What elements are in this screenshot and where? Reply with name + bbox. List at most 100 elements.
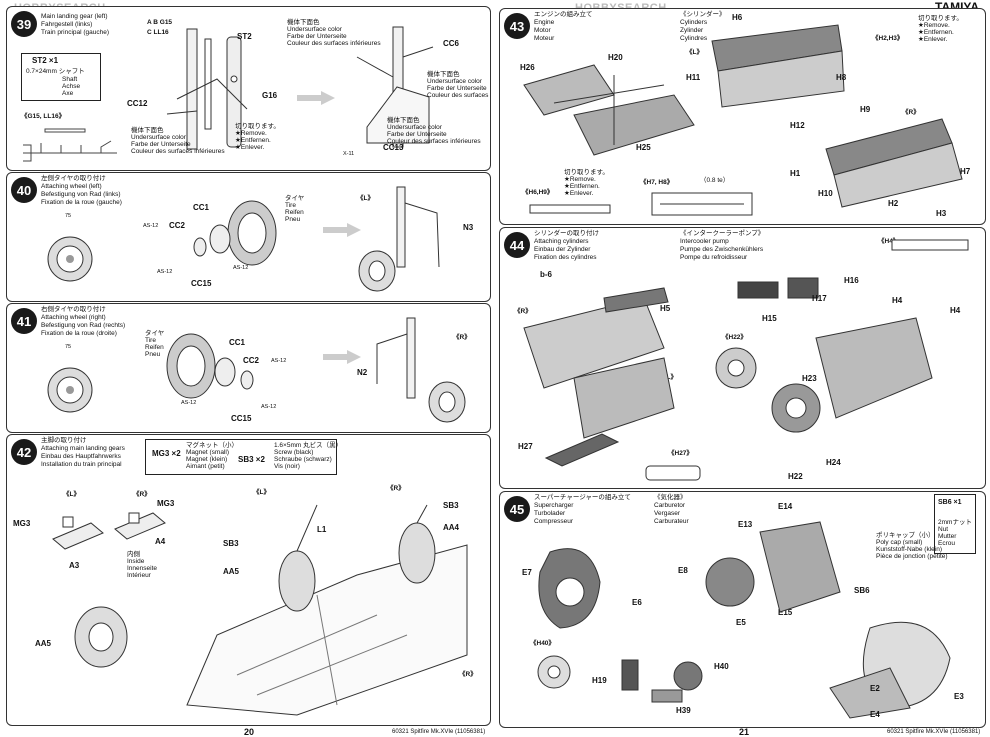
- label-aa5: AA5: [35, 639, 52, 648]
- remove-note-jp: 切り取ります。: [235, 123, 280, 130]
- label-e8: E8: [678, 566, 688, 575]
- remove-note-jp: 切り取ります。: [918, 15, 963, 22]
- undersurface-note3-en: Undersurface color: [427, 78, 482, 85]
- shaft-desc: 0.7×24mm シャフト: [26, 68, 85, 75]
- label-cc1: CC1: [193, 203, 210, 212]
- step-title-de: Einbau des Hauptfahrwerks: [41, 453, 121, 460]
- remove-note2-fr: ★Enlever.: [564, 190, 594, 197]
- label-as12: AS-12: [143, 223, 159, 229]
- polycap-note-jp: ポリキャップ（小）: [876, 532, 935, 539]
- sb3-desc-jp: 1.6×5mm 丸ビス（黒）: [274, 442, 343, 449]
- intercooler-note-en: Intercooler pump: [680, 238, 729, 245]
- cylinders-note-en: Cylinders: [680, 19, 708, 26]
- label-mg3: MG3: [157, 499, 175, 508]
- step-title-de: Einbau der Zylinder: [534, 246, 591, 253]
- bracket-a4-drawing: [114, 512, 166, 540]
- step-title-fr: Installation du train principal: [41, 461, 122, 468]
- mg3-desc-jp: マグネット（小）: [186, 442, 238, 449]
- polycap-note-fr: Pièce de jonction (petite): [876, 553, 948, 560]
- step-number: 42: [11, 439, 37, 465]
- step-39-panel: 39 Main landing gear (left) Fahrgestell …: [6, 6, 491, 171]
- sub-label: 《H2,H3》: [872, 35, 904, 42]
- label-st2: ST2: [237, 32, 252, 41]
- step-42-panel: 42 主脚の取り付け Attaching main landing gears …: [6, 434, 491, 726]
- undersurface-note4-jp: 機体下面色: [387, 117, 420, 124]
- sprue-h6-drawing: [529, 204, 611, 214]
- polycap-note-de: Kunststoff-Nabe (klein): [876, 546, 942, 553]
- sprue-h27-drawing: [645, 465, 701, 481]
- undersurface-note3-de: Farbe der Unterseite: [427, 85, 487, 92]
- gear-with-wheel-drawing: [358, 186, 440, 292]
- sprue-h4-drawing: [891, 239, 969, 251]
- inside-note-jp: 内側: [127, 551, 140, 558]
- tire-note-en: Tire: [145, 337, 156, 344]
- engine-cylinders-drawing: [523, 287, 675, 439]
- sb3-desc-de: Schraube (schwarz): [274, 456, 332, 463]
- undersurface-note2-fr: Couleur des surfaces inférieures: [287, 40, 381, 47]
- inside-note-de: Innenseite: [127, 565, 157, 572]
- remove-note-fr: ★Enlever.: [918, 36, 948, 43]
- gear-leg-assembled-drawing: [356, 26, 434, 148]
- undersurface-note-en: Undersurface color: [131, 134, 186, 141]
- step-title-en: Main landing gear (left): [41, 13, 108, 20]
- inside-note-en: Inside: [127, 558, 145, 565]
- step-arrow: [297, 91, 335, 105]
- h40-detail-drawing: [537, 655, 571, 689]
- label-h2: H2: [888, 199, 899, 208]
- step-number: 40: [11, 177, 37, 203]
- remove-note-en: ★Remove.: [918, 22, 950, 29]
- undersurface-note-de: Farbe der Unterseite: [131, 141, 191, 148]
- sub-label: 《H6,H9》: [522, 189, 554, 196]
- label-h17: H17: [812, 294, 827, 303]
- tire-note-jp: タイヤ: [285, 195, 305, 202]
- mg3-desc-en: Magnet (small): [186, 449, 229, 456]
- step-45-panel: 45 スーパーチャージャーの組み立て Supercharger Turbolad…: [499, 491, 986, 728]
- side-label: 《R》: [133, 491, 151, 498]
- label-e7: E7: [522, 568, 532, 577]
- step-title-de: Turbolader: [534, 510, 566, 517]
- intercooler-note-jp: 《インタークーラーポンプ》: [680, 230, 765, 237]
- sub-label: 《H4》: [878, 238, 900, 245]
- sb6-desc-de: Mutter: [938, 533, 957, 540]
- sb6-desc-en: Nut: [938, 526, 949, 533]
- label-aa5: AA5: [223, 567, 240, 576]
- shaft-tag: ST2 ×1: [32, 56, 59, 65]
- intercooler-note-de: Pumpe des Zwischenkühlers: [680, 246, 764, 253]
- wheel-front-drawing: [47, 236, 93, 282]
- undersurface-note-jp: 機体下面色: [131, 127, 164, 134]
- wheel-aa5-drawing: [74, 606, 128, 668]
- sprue-h7-drawing: [651, 192, 753, 216]
- label-h20: H20: [608, 53, 623, 62]
- carburetor-note-de: Vergaser: [654, 510, 681, 517]
- remove-note-en: ★Remove.: [235, 130, 267, 137]
- sb3-tag: SB3 ×2: [238, 455, 265, 464]
- label-h16: H16: [844, 276, 859, 285]
- gear-h22-detail-drawing: [715, 347, 757, 389]
- intercooler-note-fr: Pompe du refroidisseur: [680, 254, 748, 261]
- side-label: 《L》: [253, 489, 270, 496]
- carburetor-note-fr: Carburateur: [654, 518, 689, 525]
- side-label: 《R》: [902, 109, 920, 116]
- sub-label: 《G15, LL16》: [21, 113, 66, 120]
- label-g16: G16: [262, 91, 278, 100]
- step-43-panel: 43 エンジンの組み立て Engine Motor Moteur 《シリンダー》…: [499, 8, 986, 225]
- bracket-a3-drawing: [52, 516, 104, 550]
- page-number: 20: [244, 727, 255, 737]
- label-h5: H5: [660, 304, 671, 313]
- label-h12: H12: [790, 121, 805, 130]
- label-as12: AS-12: [261, 404, 277, 410]
- label-n2: N2: [357, 368, 368, 377]
- cylinders-note-de: Zylinder: [680, 27, 704, 34]
- sub-label: 《H22》: [722, 334, 747, 341]
- step-title-de: Motor: [534, 27, 551, 34]
- pump-drawing: [737, 277, 819, 299]
- remove-note-de: ★Entfernen.: [235, 137, 271, 144]
- label-e13: E13: [738, 520, 753, 529]
- sb6-tag: SB6 ×1: [938, 499, 962, 506]
- label-h25: H25: [636, 143, 651, 152]
- base-h27-drawing: [544, 433, 620, 467]
- label-h26: H26: [520, 63, 535, 72]
- label-e6: E6: [632, 598, 642, 607]
- sub-label: 《H27》: [668, 450, 693, 457]
- step-title-fr: Fixation des cylindres: [534, 254, 597, 261]
